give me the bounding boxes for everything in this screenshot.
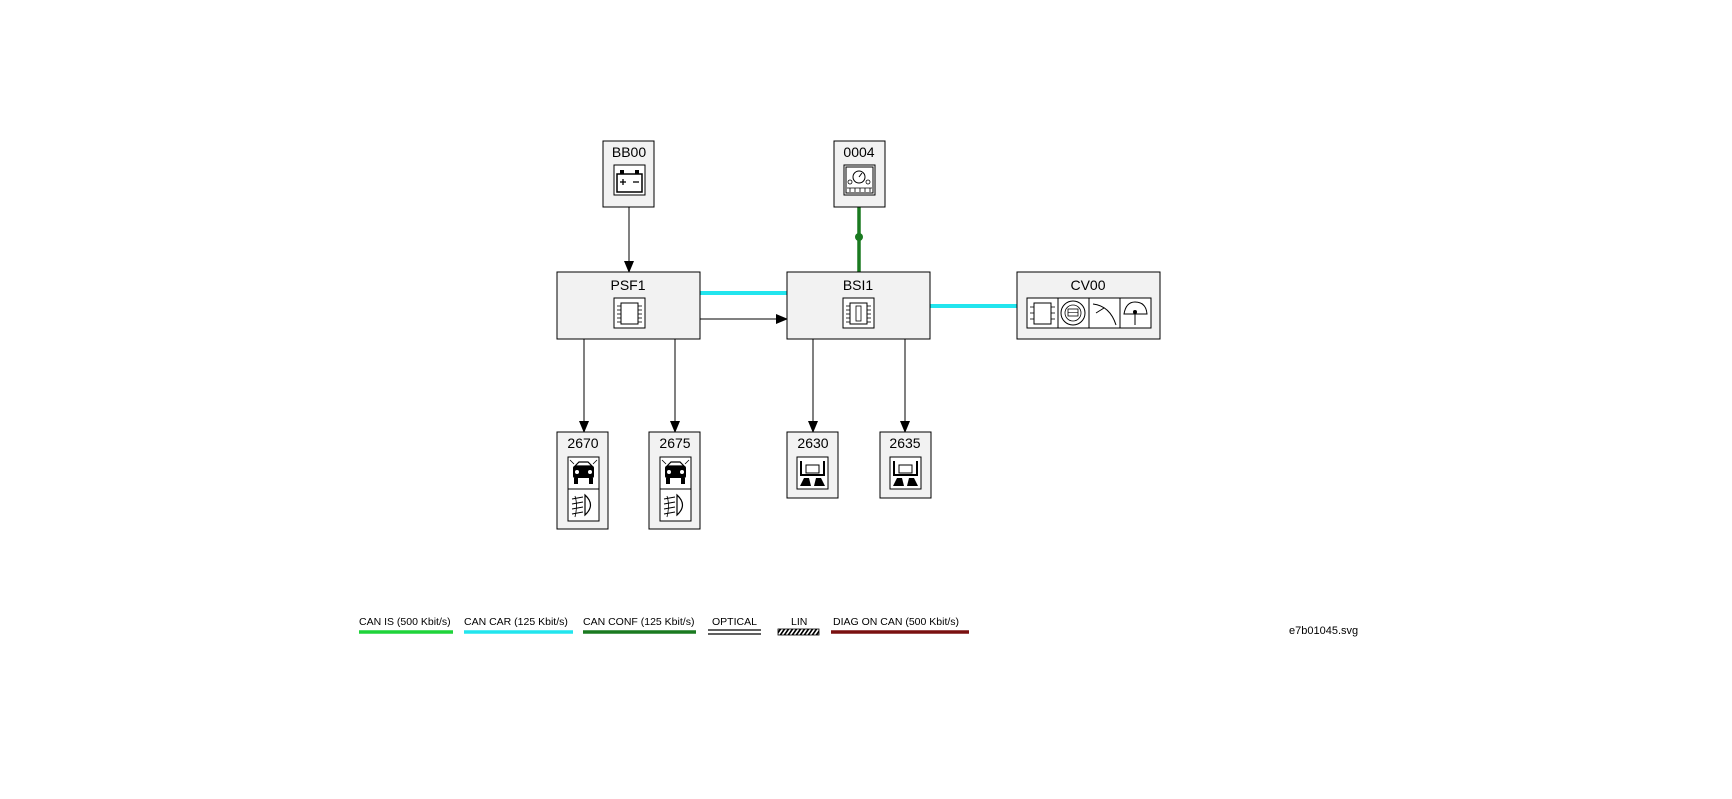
legend-label-can-car: CAN CAR (125 Kbit/s) [464,616,568,628]
ecu-chip-icon [842,297,875,329]
node-0004: 0004 [833,140,886,208]
fog-lamp-icon [567,488,600,522]
ecu-chip-icon [1026,297,1059,329]
node-bsi1-label: BSI1 [843,277,874,293]
ecu-chip-icon [613,297,646,329]
legend-label-optical: OPTICAL [712,616,757,628]
legend: CAN IS (500 Kbit/s) CAN CAR (125 Kbit/s)… [359,616,969,636]
node-2630-label: 2630 [797,435,828,451]
node-bb00-label: BB00 [612,144,646,160]
legend-item-optical: OPTICAL [708,616,761,635]
diagram-filename: e7b01045.svg [1289,625,1358,637]
legend-item-can-car: CAN CAR (125 Kbit/s) [464,616,573,634]
legend-label-lin: LIN [791,616,807,628]
horn-icon [1119,297,1152,329]
fog-lamp-icon [659,488,692,522]
legend-label-diag-on-can: DIAG ON CAN (500 Kbit/s) [833,616,959,628]
instrument-panel-icon [843,164,876,196]
node-2670-label: 2670 [567,435,598,451]
rear-lamp-icon [796,456,829,490]
legend-label-can-conf: CAN CONF (125 Kbit/s) [583,616,694,628]
node-bb00: BB00 [602,140,655,208]
rear-lamp-icon [889,456,922,490]
legend-item-diag-on-can: DIAG ON CAN (500 Kbit/s) [831,616,969,634]
legend-item-can-conf: CAN CONF (125 Kbit/s) [583,616,696,634]
legend-item-lin: LIN [777,616,820,636]
right-edge-strip [1728,0,1732,799]
node-bsi1: BSI1 [786,271,931,340]
legend-item-can-is: CAN IS (500 Kbit/s) [359,616,453,634]
steering-wheel-icon [1057,297,1090,329]
can-conf-junction-dot [855,233,863,241]
front-lamp-vehicle-icon [659,456,692,490]
node-2675: 2675 [648,431,701,530]
battery-icon [613,164,646,196]
legend-label-can-is: CAN IS (500 Kbit/s) [359,616,451,628]
node-2675-label: 2675 [659,435,690,451]
node-cv00: CV00 [1016,271,1161,340]
front-lamp-vehicle-icon [567,456,600,490]
node-0004-label: 0004 [843,144,874,160]
wiper-stalk-icon [1088,297,1121,329]
node-2630: 2630 [786,431,839,499]
node-2670: 2670 [556,431,609,530]
node-psf1-label: PSF1 [610,277,645,293]
node-2635-label: 2635 [889,435,920,451]
node-psf1: PSF1 [556,271,701,340]
node-2635: 2635 [879,431,932,499]
node-cv00-label: CV00 [1070,277,1105,293]
